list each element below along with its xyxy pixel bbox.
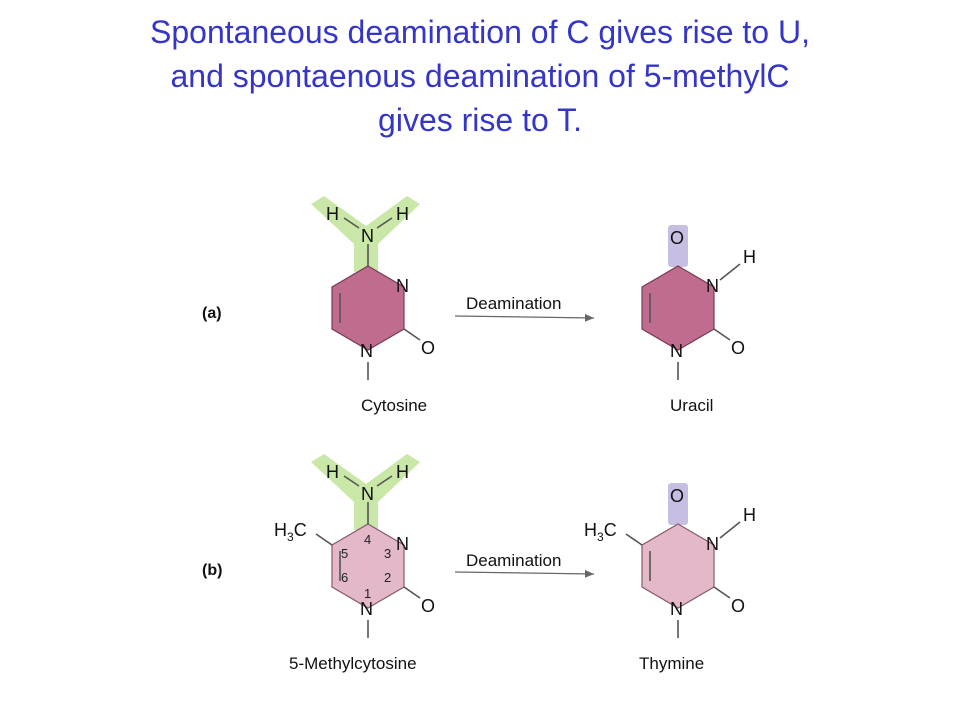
atom-n1: N bbox=[670, 599, 683, 619]
atom-h3: H bbox=[743, 505, 756, 525]
atom-o2: O bbox=[421, 596, 435, 616]
bond-n-h1 bbox=[343, 475, 360, 487]
panel-a-label: (a) bbox=[202, 305, 222, 322]
thymine-ring bbox=[641, 523, 715, 609]
atom-n3: N bbox=[706, 534, 719, 554]
atom-h3: H bbox=[743, 247, 756, 267]
bond-n-h2 bbox=[376, 217, 393, 229]
atom-n3: N bbox=[706, 276, 719, 296]
ring-number-2: 2 bbox=[384, 570, 391, 585]
bond-c2-o bbox=[403, 586, 421, 599]
atom-h2: H bbox=[396, 204, 409, 224]
atom-n1: N bbox=[670, 341, 683, 361]
methyl-group: H3C bbox=[274, 520, 307, 544]
bond-c2-o bbox=[713, 328, 731, 341]
atom-h1: H bbox=[326, 204, 339, 224]
methylcytosine-label: 5-Methylcytosine bbox=[289, 654, 417, 673]
deamination-arrow-a bbox=[454, 313, 595, 322]
atom-n-amino: N bbox=[361, 226, 374, 246]
methyl-group: H3C bbox=[584, 520, 617, 544]
atom-n3: N bbox=[396, 276, 409, 296]
atom-o4: O bbox=[670, 486, 684, 506]
ring-number-3: 3 bbox=[384, 546, 391, 561]
atom-n1: N bbox=[360, 341, 373, 361]
thymine-molecule: O H N N O H3C Thymine bbox=[584, 483, 756, 673]
carbonyl-highlight bbox=[668, 483, 688, 525]
bond-n-h1 bbox=[343, 217, 360, 229]
atom-n1: N bbox=[360, 599, 373, 619]
panel-b-label: (b) bbox=[202, 562, 222, 579]
atom-n3: N bbox=[396, 534, 409, 554]
amino-group-highlight bbox=[311, 196, 420, 272]
bond-c5-methyl bbox=[625, 533, 643, 546]
atom-o2: O bbox=[731, 596, 745, 616]
uracil-label: Uracil bbox=[670, 396, 713, 415]
bond-c5-methyl bbox=[315, 533, 333, 546]
panel-a: (a) H H N N N O Cytosine Deamination bbox=[202, 196, 756, 415]
title-line-1: Spontaneous deamination of C gives rise … bbox=[150, 14, 810, 50]
uracil-ring bbox=[641, 265, 715, 351]
methylcytosine-molecule: H H N N N O H3C 4 3 2 1 5 6 5-Methylcyto… bbox=[274, 454, 435, 673]
slide-title: Spontaneous deamination of C gives rise … bbox=[40, 10, 920, 142]
title-line-2: and spontaenous deamination of 5-methylC bbox=[170, 58, 790, 94]
bond-c2-o bbox=[713, 586, 731, 599]
ring-number-4: 4 bbox=[364, 532, 371, 547]
ring-number-5: 5 bbox=[341, 546, 348, 561]
carbonyl-highlight bbox=[668, 225, 688, 267]
atom-h1: H bbox=[326, 462, 339, 482]
atom-n-amino: N bbox=[361, 484, 374, 504]
bond-n-h2 bbox=[376, 475, 393, 487]
bond-n3-h bbox=[719, 263, 741, 281]
atom-o2: O bbox=[731, 338, 745, 358]
atom-o4: O bbox=[670, 228, 684, 248]
atom-o2: O bbox=[421, 338, 435, 358]
amino-group-highlight bbox=[311, 454, 420, 530]
cytosine-molecule: H H N N N O Cytosine bbox=[311, 196, 435, 415]
arrow-b-label: Deamination bbox=[466, 551, 561, 570]
deamination-arrow-b bbox=[454, 569, 595, 578]
uracil-molecule: O H N N O Uracil bbox=[641, 225, 756, 415]
cytosine-label: Cytosine bbox=[361, 396, 427, 415]
title-line-3: gives rise to T. bbox=[378, 102, 582, 138]
thymine-label: Thymine bbox=[639, 654, 704, 673]
arrow-a-label: Deamination bbox=[466, 294, 561, 313]
bond-n3-h bbox=[719, 521, 741, 539]
panel-b: (b) H H N N N O H3C 4 3 2 1 5 6 5-Methyl… bbox=[202, 454, 756, 673]
bond-c2-o bbox=[403, 328, 421, 341]
atom-h2: H bbox=[396, 462, 409, 482]
ring-number-1: 1 bbox=[364, 586, 371, 601]
cytosine-ring bbox=[331, 265, 405, 351]
ring-number-6: 6 bbox=[341, 570, 348, 585]
